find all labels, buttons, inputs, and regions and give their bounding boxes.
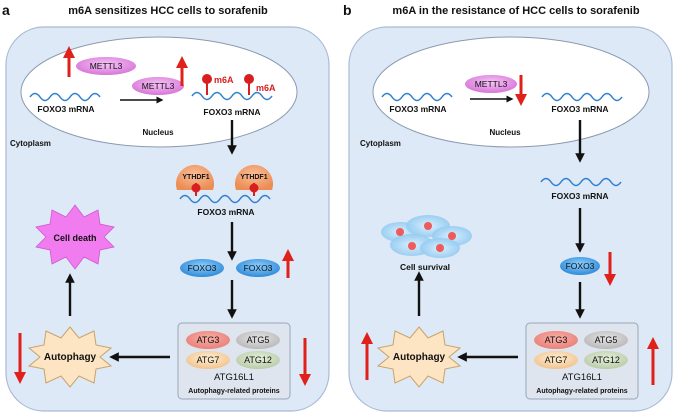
nucleus-b: [372, 36, 650, 148]
ythdf1-blob-2: [235, 164, 273, 190]
mrna-wave-b3: [540, 177, 622, 187]
foxo3-label-a1: FOXO3: [188, 263, 217, 273]
mrna-wave-a2: [191, 91, 273, 101]
m6a-label-2: m6A: [256, 83, 276, 93]
m6a-label-1: m6A: [214, 75, 234, 85]
panel-b-letter: b: [343, 2, 352, 18]
cytoplasm-label-b: Cytoplasm: [360, 139, 401, 148]
nucleus-label-a: Nucleus: [142, 128, 174, 137]
atg12-blob-b: [584, 351, 628, 369]
atg16l1-label-a: ATG16L1: [214, 372, 254, 383]
atg5-label-b: ATG5: [595, 335, 618, 345]
foxo3-blob-b: [560, 257, 600, 275]
foxo3-label-b: FOXO3: [566, 261, 595, 271]
foxo3-mrna-a3: FOXO3 mRNA: [197, 207, 254, 217]
foxo3-blob-a1: [180, 259, 224, 277]
cell-survival-label: Cell survival: [400, 262, 450, 272]
foxo3-mrna-b3: FOXO3 mRNA: [551, 191, 608, 201]
foxo3-mrna-b1: FOXO3 mRNA: [389, 104, 446, 114]
atg12-label-b: ATG12: [592, 355, 620, 365]
mettl3-left-label: METTL3: [90, 61, 123, 71]
mrna-wave-a1: [29, 92, 101, 102]
panel-a: a m6A sensitizes HCC cells to sorafenib …: [2, 2, 330, 412]
foxo3-mrna-b2: FOXO3 mRNA: [551, 104, 608, 114]
mrna-wave-b1: [381, 92, 453, 102]
panel-b-title: m6A in the resistance of HCC cells to so…: [392, 5, 639, 17]
atg7-blob-a: [186, 351, 230, 369]
atg7-label-a: ATG7: [197, 355, 220, 365]
mettl3-blob-mid: [132, 77, 184, 95]
autophagy-burst-a: [27, 326, 113, 388]
m6a-pin-1: [202, 74, 212, 84]
cell-death-label: Cell death: [53, 233, 96, 243]
atg3-blob-a: [186, 331, 230, 349]
ythdf1-pin-2: [249, 183, 259, 193]
panel-a-title: m6A sensitizes HCC cells to sorafenib: [68, 5, 268, 17]
atg5-blob-b: [584, 331, 628, 349]
cytoplasm-label-a: Cytoplasm: [10, 139, 51, 148]
nucleus-label-b: Nucleus: [489, 128, 521, 137]
atg16l1-label-b: ATG16L1: [562, 372, 602, 383]
m6a-pin-2: [244, 74, 254, 84]
atg3-label-b: ATG3: [545, 335, 568, 345]
atg7-label-b: ATG7: [545, 355, 568, 365]
proteins-label-b: Autophagy-related proteins: [536, 388, 628, 395]
mrna-wave-a3: [179, 194, 271, 204]
atg5-label-a: ATG5: [247, 335, 270, 345]
atg5-blob-a: [236, 331, 280, 349]
proteins-label-a: Autophagy-related proteins: [188, 388, 280, 395]
ythdf1-pin-1: [191, 183, 201, 193]
foxo3-blob-a2: [236, 259, 280, 277]
panel-b: b m6A in the resistance of HCC cells to …: [343, 2, 673, 412]
cell-survival-cluster: [381, 215, 472, 258]
mrna-wave-b2: [541, 92, 623, 102]
atg3-blob-b: [534, 331, 578, 349]
panel-a-letter: a: [2, 2, 10, 18]
cell-death-burst: [35, 204, 115, 270]
autophagy-label-a: Autophagy: [44, 352, 97, 363]
autophagy-burst-b: [376, 326, 462, 388]
autophagy-label-b: Autophagy: [393, 352, 446, 363]
foxo3-label-a2: FOXO3: [244, 263, 273, 273]
ythdf1-label-2: YTHDF1: [240, 174, 267, 181]
atg3-label-a: ATG3: [197, 335, 220, 345]
ythdf1-label-1: YTHDF1: [182, 174, 209, 181]
foxo3-mrna-a2: FOXO3 mRNA: [203, 107, 260, 117]
atg7-blob-b: [534, 351, 578, 369]
mettl3-mid-label: METTL3: [142, 81, 175, 91]
atg12-label-a: ATG12: [244, 355, 272, 365]
mettl3-blob-b: [465, 75, 517, 93]
atg12-blob-a: [236, 351, 280, 369]
mettl3-label-b: METTL3: [475, 79, 508, 89]
foxo3-mrna-a1: FOXO3 mRNA: [37, 104, 94, 114]
ythdf1-blob-1: [176, 164, 215, 190]
mettl3-blob-left: [76, 57, 136, 75]
